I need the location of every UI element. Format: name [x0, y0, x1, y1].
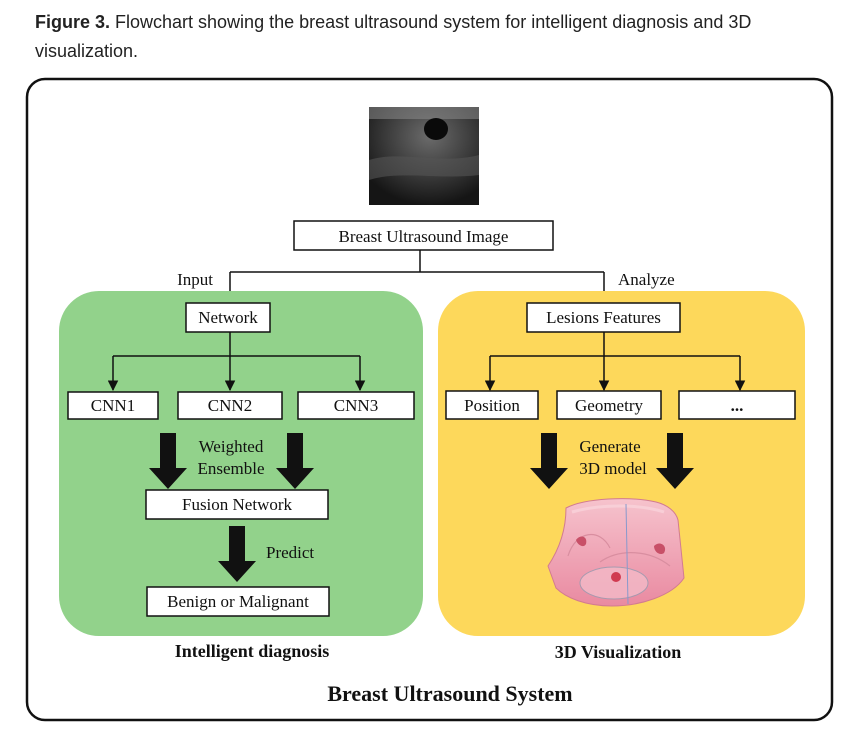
node-more-features	[678, 390, 796, 420]
system-title: Breast Ultrasound System	[327, 681, 572, 706]
generate-3d-label-2: 3D model	[579, 459, 647, 478]
node-geometry-label: Geometry	[575, 396, 643, 415]
connector-network-split	[113, 332, 360, 357]
node-network-label: Network	[198, 308, 258, 327]
node-position	[445, 390, 539, 420]
node-ultrasound-image	[293, 220, 554, 251]
node-lesions-features	[526, 302, 681, 333]
thick-arrow-ensemble-left	[149, 433, 187, 489]
figure-caption-text: Flowchart showing the breast ultrasound …	[35, 12, 752, 61]
figure-label: Figure 3.	[35, 12, 111, 32]
node-cnn3-label: CNN3	[334, 396, 378, 415]
intelligent-diagnosis-title: Intelligent diagnosis	[175, 641, 330, 661]
weighted-ensemble-label-2: Ensemble	[197, 459, 264, 478]
thick-arrow-predict	[218, 526, 256, 582]
thick-arrow-generate-left	[530, 433, 568, 489]
3d-visualization-title: 3D Visualization	[555, 642, 682, 662]
node-benign-malignant	[146, 586, 330, 617]
generate-3d-label-1: Generate	[579, 437, 640, 456]
input-label: Input	[177, 270, 213, 289]
node-cnn1	[67, 391, 159, 420]
node-more-features-label: ...	[731, 396, 744, 415]
analyze-label: Analyze	[618, 270, 675, 289]
node-lesions-features-label: Lesions Features	[546, 308, 661, 327]
connector-top-split	[230, 250, 604, 273]
node-fusion-network	[145, 489, 329, 520]
node-network	[185, 302, 271, 333]
node-fusion-network-label: Fusion Network	[182, 495, 293, 514]
figure-caption: Figure 3. Flowchart showing the breast u…	[35, 8, 835, 66]
panel-3d-visualization	[438, 291, 805, 636]
panel-intelligent-diagnosis	[59, 291, 423, 636]
node-cnn2-label: CNN2	[208, 396, 252, 415]
node-benign-malignant-label: Benign or Malignant	[167, 592, 309, 611]
ultrasound-image	[369, 107, 479, 205]
node-cnn2	[177, 391, 283, 420]
weighted-ensemble-label-1: Weighted	[199, 437, 264, 456]
node-cnn3	[297, 391, 415, 420]
connector-lesions-split	[490, 332, 740, 357]
breast-3d-model	[547, 498, 685, 607]
node-ultrasound-image-label: Breast Ultrasound Image	[339, 227, 509, 246]
thick-arrow-generate-right	[656, 433, 694, 489]
node-position-label: Position	[464, 396, 520, 415]
node-geometry	[556, 390, 662, 420]
predict-label: Predict	[266, 543, 314, 562]
node-cnn1-label: CNN1	[91, 396, 135, 415]
thick-arrow-ensemble-right	[276, 433, 314, 489]
